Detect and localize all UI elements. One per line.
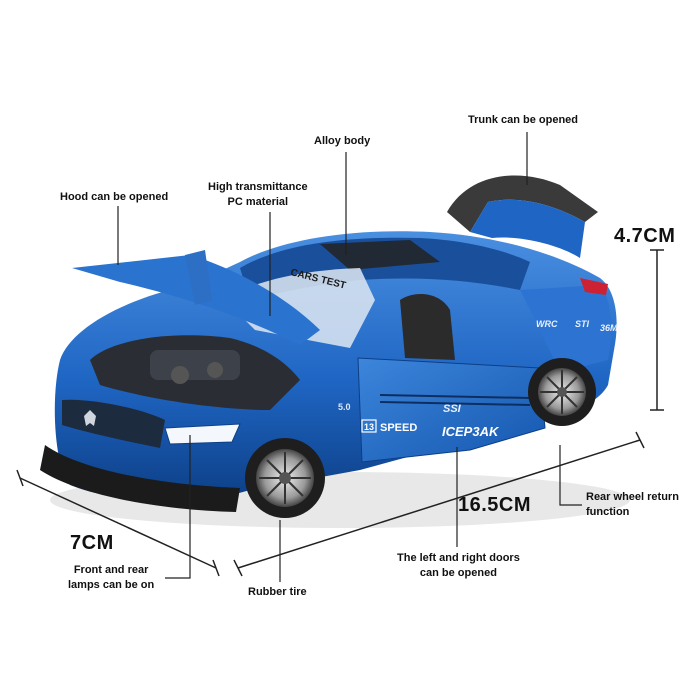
lamps-callout: Front and rear lamps can be on <box>68 563 154 593</box>
fender-badge: 5.0 <box>338 402 351 412</box>
glass-callout: High transmittance PC material <box>208 180 308 210</box>
headlight <box>164 423 241 445</box>
door-small-decal: SSI <box>443 403 462 415</box>
trunk-lid-inner <box>470 199 585 258</box>
lamps-callout-line1: Front and rear <box>73 564 149 576</box>
door-badge-number: 13 <box>364 422 374 432</box>
glass-callout-line1: High transmittance <box>208 181 308 193</box>
hood-strut-left <box>185 250 212 305</box>
callout-lines <box>117 132 582 582</box>
width-line <box>19 477 217 569</box>
hood-callout: Hood can be opened <box>60 191 169 203</box>
glass-callout-line2: PC material <box>227 196 289 208</box>
doors-callout: The left and right doors can be opened <box>397 551 520 581</box>
rear-quarter <box>520 285 612 372</box>
door-badge-text: SPEED <box>380 422 417 434</box>
rear-wheel-callout-line1: Rear wheel return <box>586 491 679 503</box>
width-dimension: 7CM <box>70 532 114 554</box>
dimension-lines <box>16 249 664 577</box>
open-door <box>357 357 546 463</box>
rear-wheel-callout: Rear wheel return function <box>586 490 679 520</box>
trunk-callout: Trunk can be opened <box>468 114 579 126</box>
engine-part <box>207 362 223 378</box>
rear-left-decal: WRC <box>536 319 558 329</box>
seat <box>400 294 455 360</box>
trunk-lid <box>447 175 598 232</box>
height-dimension: 4.7CM <box>614 225 676 247</box>
tire-callout: Rubber tire <box>248 586 307 598</box>
rear-wheel-callout-line2: function <box>586 506 630 518</box>
front-hub <box>279 472 291 484</box>
tail-lamp <box>580 278 608 295</box>
engine-part <box>171 366 189 384</box>
doors-callout-line2: can be opened <box>419 567 497 579</box>
engine-cover <box>150 350 240 380</box>
front-grille <box>62 399 165 448</box>
length-line <box>237 439 641 569</box>
lamps-leader <box>165 435 191 579</box>
alloy-callout: Alloy body <box>314 135 371 147</box>
doors-callout-line1: The left and right doors <box>397 552 520 564</box>
length-dimension: 16.5CM <box>458 494 532 516</box>
rear-right-decal: 36M <box>600 323 618 333</box>
door-stripe <box>379 394 531 406</box>
pony-emblem <box>84 410 96 426</box>
sunroof <box>320 240 440 270</box>
rear-hub <box>557 387 567 397</box>
lamps-callout-line2: lamps can be on <box>68 579 155 591</box>
door-script-decal: ICEP3AK <box>442 424 500 439</box>
door-badge-box <box>361 419 377 433</box>
rear-mid-decal: STI <box>575 319 590 329</box>
